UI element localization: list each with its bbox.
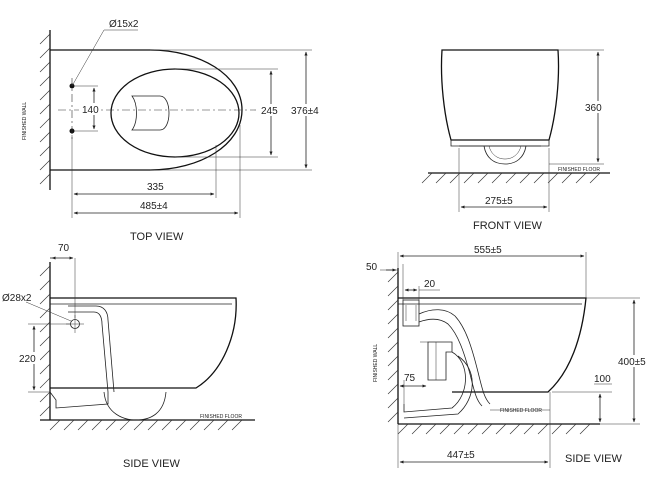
- front-view: FINISHED FLOOR 360 275±5 FRONT VIEW: [421, 49, 610, 232]
- side-right-floor-hatch: [397, 423, 591, 435]
- front-view-trap: [483, 145, 527, 165]
- side-left-wall-hatch: [39, 265, 51, 417]
- top-view-overall-width-dim: 376±4: [291, 106, 319, 117]
- front-view-body: [440, 49, 560, 141]
- side-left-inner-channel: [68, 305, 115, 393]
- front-view-height-dim: 360: [585, 103, 602, 114]
- front-view-title: FRONT VIEW: [473, 220, 542, 232]
- side-left-trap: [103, 391, 167, 421]
- front-view-floor-label: FINISHED FLOOR: [558, 167, 600, 173]
- side-right-floor-label: FINISHED FLOOR: [500, 408, 542, 414]
- side-right-body: [398, 297, 587, 393]
- side-left-title: SIDE VIEW: [123, 458, 180, 470]
- side-left-floor-label: FINISHED FLOOR: [200, 414, 242, 420]
- side-view-right: FINISHED WALL FINISHED FLOOR: [366, 245, 654, 468]
- side-view-left: FINISHED FLOOR Ø28x2 70 220 SIDE VIEW: [2, 243, 255, 470]
- side-right-inner-channel: [418, 309, 491, 405]
- top-view-title: TOP VIEW: [130, 231, 184, 243]
- side-left-hole-leader: [25, 301, 72, 322]
- top-view-bowl: [110, 68, 240, 158]
- side-left-spigot: [49, 391, 109, 409]
- top-view-bowl-length-dim: 335: [147, 182, 164, 193]
- side-left-hole-dim: Ø28x2: [2, 293, 32, 304]
- top-view-spacing-dim: 140: [82, 105, 99, 116]
- side-right-floor-clearance-dim: 100: [594, 374, 611, 385]
- front-view-base-width-dim: 275±5: [485, 196, 513, 207]
- side-left-floor-hatch: [49, 419, 243, 431]
- top-view-bowl-opening: [131, 95, 170, 131]
- side-right-overall-length-dim: 555±5: [474, 245, 502, 256]
- side-left-body: [50, 297, 237, 389]
- side-right-title: SIDE VIEW: [565, 453, 622, 465]
- top-view-overall-length-dim: 485±4: [140, 201, 168, 212]
- top-view-hole-dim: Ø15x2: [109, 19, 139, 30]
- top-view-wall-hatch: [39, 33, 51, 185]
- side-right-outlet-offset-dim: 20: [424, 279, 436, 290]
- side-right-waste-pipe: [427, 341, 453, 381]
- side-right-trap: [403, 351, 466, 413]
- front-view-lower-shell: [450, 140, 550, 147]
- side-right-wall-hatch: [387, 271, 399, 423]
- top-view-hole-leader: [71, 29, 105, 87]
- side-right-wall-label: FINISHED WALL: [373, 344, 379, 382]
- top-view-bowl-width-dim: 245: [261, 106, 278, 117]
- side-left-hole-height-dim: 220: [19, 354, 36, 365]
- side-right-base-length-dim: 447±5: [447, 450, 475, 461]
- top-view-wall-label: FINISHED WALL: [22, 102, 28, 140]
- side-right-outlet-block: [402, 299, 420, 327]
- top-view: FINISHED WALL Ø15x2 140 245 3: [22, 19, 324, 243]
- front-view-floor-hatch: [421, 172, 601, 184]
- side-left-wall-offset-dim: 70: [58, 243, 70, 254]
- side-right-pipe-offset-dim: 75: [404, 373, 416, 384]
- side-right-wall-gap-dim: 50: [366, 262, 378, 273]
- side-right-height-dim: 400±5: [618, 357, 646, 368]
